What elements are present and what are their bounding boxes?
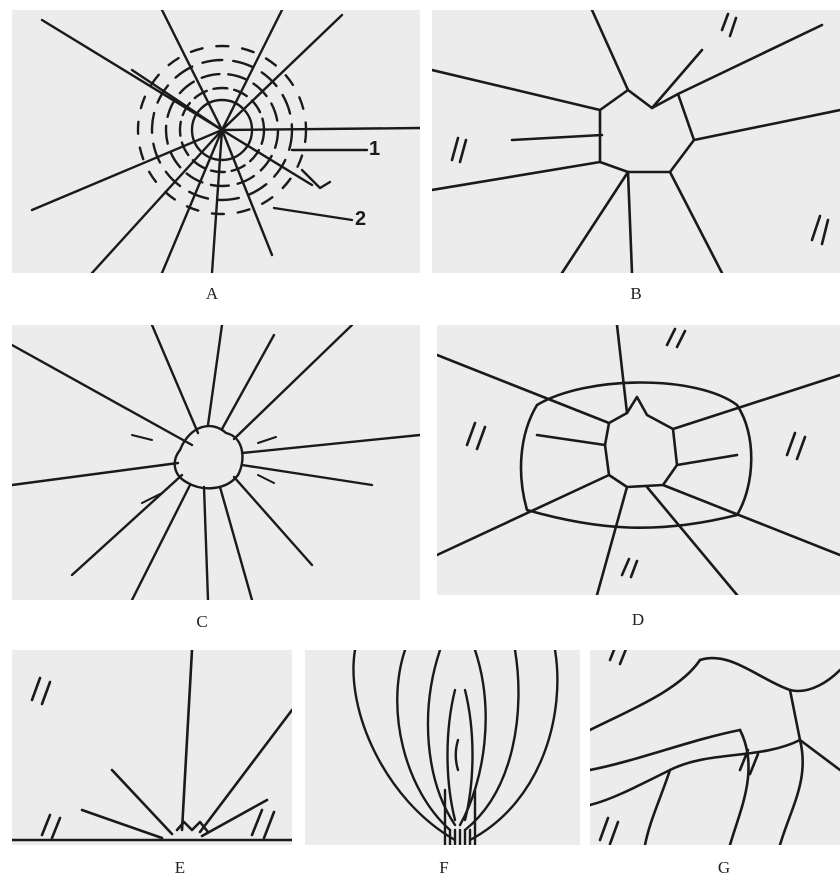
caption-e: E (160, 858, 200, 878)
panel-d (437, 325, 840, 595)
caption-c: C (182, 612, 222, 632)
panel-d-drawing (437, 325, 840, 595)
caption-g: G (704, 858, 744, 878)
caption-d: D (618, 610, 658, 630)
callout-1: 1 (369, 138, 380, 161)
panel-e (12, 650, 292, 845)
caption-f: F (424, 858, 464, 878)
panel-a-drawing (12, 10, 420, 273)
caption-a: A (192, 284, 232, 304)
panel-g (590, 650, 840, 845)
panel-g-drawing (590, 650, 840, 845)
panel-b (432, 10, 840, 273)
panel-e-drawing (12, 650, 292, 845)
panel-a: 1 2 (12, 10, 420, 273)
panel-b-drawing (432, 10, 840, 273)
panel-c (12, 325, 420, 600)
panel-f-drawing (305, 650, 580, 845)
panel-f (305, 650, 580, 845)
callout-2: 2 (355, 208, 366, 231)
caption-b: B (616, 284, 656, 304)
panel-c-drawing (12, 325, 420, 600)
